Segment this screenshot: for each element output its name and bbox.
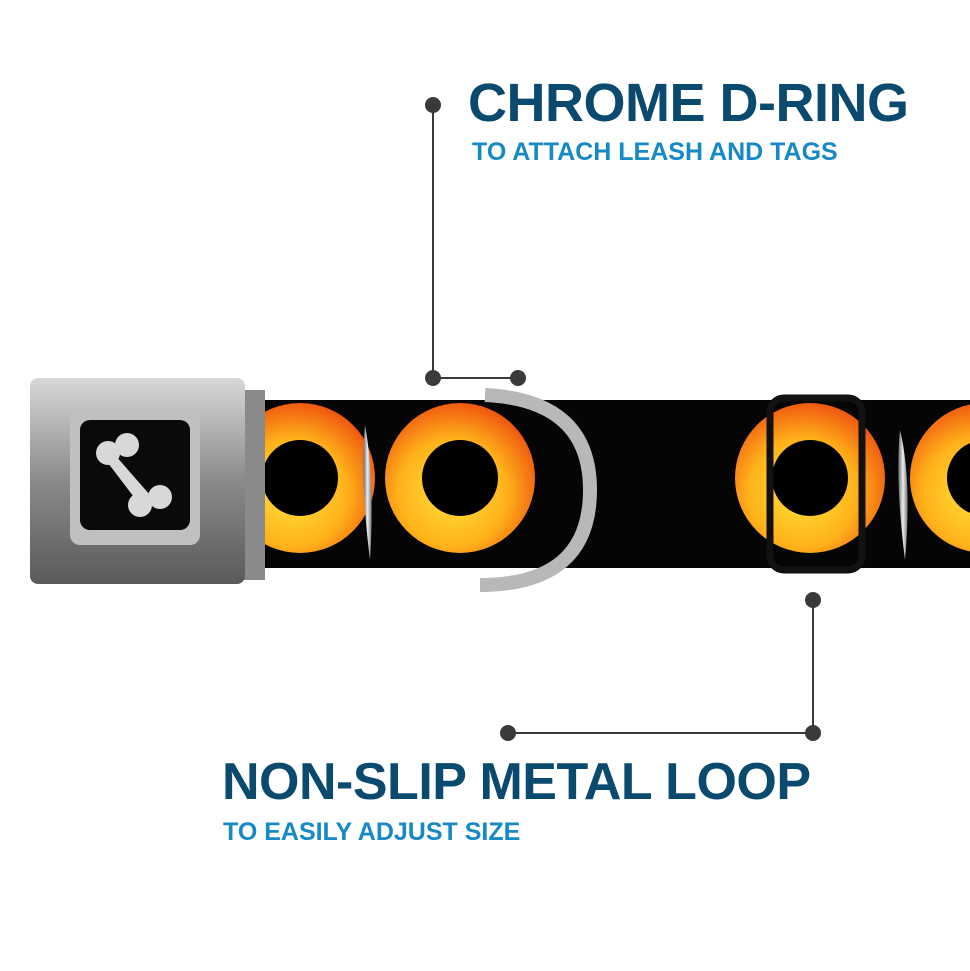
callout-connectors (425, 97, 821, 741)
seatbelt-buckle (30, 378, 265, 584)
metal-loop-subtitle: TO EASILY ADJUST SIZE (223, 818, 521, 846)
d-ring-title: CHROME D-RING (468, 73, 909, 133)
d-ring (479, 388, 598, 592)
metal-loop (766, 394, 866, 574)
metal-loop-title: NON-SLIP METAL LOOP (222, 753, 811, 811)
d-ring-subtitle: TO ATTACH LEASH AND TAGS (472, 138, 838, 166)
bone-logo-icon (96, 433, 172, 517)
